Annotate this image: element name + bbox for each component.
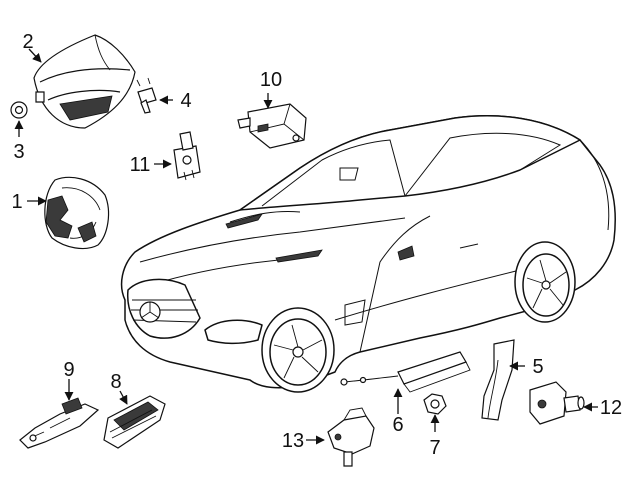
part-5-strip <box>481 339 515 421</box>
part-6-sensor-strip <box>340 351 471 393</box>
hood-vents <box>225 213 323 263</box>
grille <box>127 278 201 339</box>
part-3-nut <box>10 101 28 119</box>
callout-11: 11 <box>130 154 151 176</box>
part-1-steering-airbag <box>44 176 110 250</box>
leader-lines <box>14 48 598 445</box>
callout-12: 12 <box>600 397 622 419</box>
callout-8: 8 <box>110 371 121 393</box>
callout-9: 9 <box>63 359 74 381</box>
part-4-sensor <box>136 77 157 114</box>
front-wheel <box>261 307 335 393</box>
callout-6: 6 <box>392 414 403 436</box>
part-8-module <box>103 395 166 449</box>
car-illustration <box>120 115 616 393</box>
part-9-bracket <box>19 397 100 449</box>
rear-wheel <box>514 241 576 323</box>
callout-3: 3 <box>13 141 24 163</box>
part-13-sensor <box>327 407 375 467</box>
callout-13: 13 <box>282 430 304 452</box>
part-2-airbag-module <box>33 34 136 129</box>
callout-labels: 2 3 4 1 10 11 9 8 5 6 7 12 13 <box>11 31 622 459</box>
part-7-nut <box>423 393 447 415</box>
leader-8 <box>119 390 128 405</box>
callout-5: 5 <box>532 356 543 378</box>
callout-7: 7 <box>429 437 440 459</box>
callout-1: 1 <box>11 191 22 213</box>
callout-4: 4 <box>180 90 191 112</box>
mirror <box>397 245 415 261</box>
part-10-control-module <box>237 103 307 149</box>
part-11-impact-sensor <box>173 131 201 181</box>
callout-10: 10 <box>260 69 282 91</box>
leader-2 <box>28 48 42 63</box>
callout-2: 2 <box>22 31 33 53</box>
headlight <box>204 319 263 345</box>
part-12-sensor <box>529 381 585 425</box>
